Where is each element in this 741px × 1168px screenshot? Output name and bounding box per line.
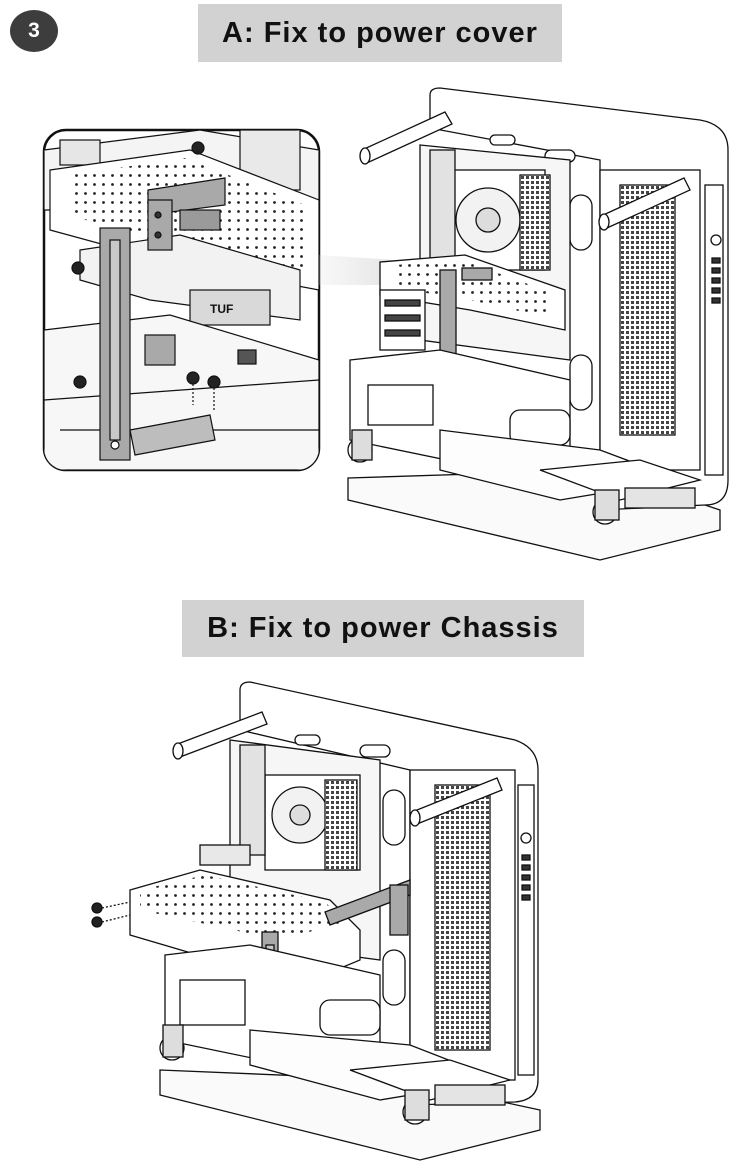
chassis-illustration-a [348, 88, 728, 560]
gpu-brand-label: TUF [210, 302, 233, 316]
chassis-illustration-b [92, 682, 540, 1160]
detail-zoom-inset: TUF [44, 130, 319, 470]
